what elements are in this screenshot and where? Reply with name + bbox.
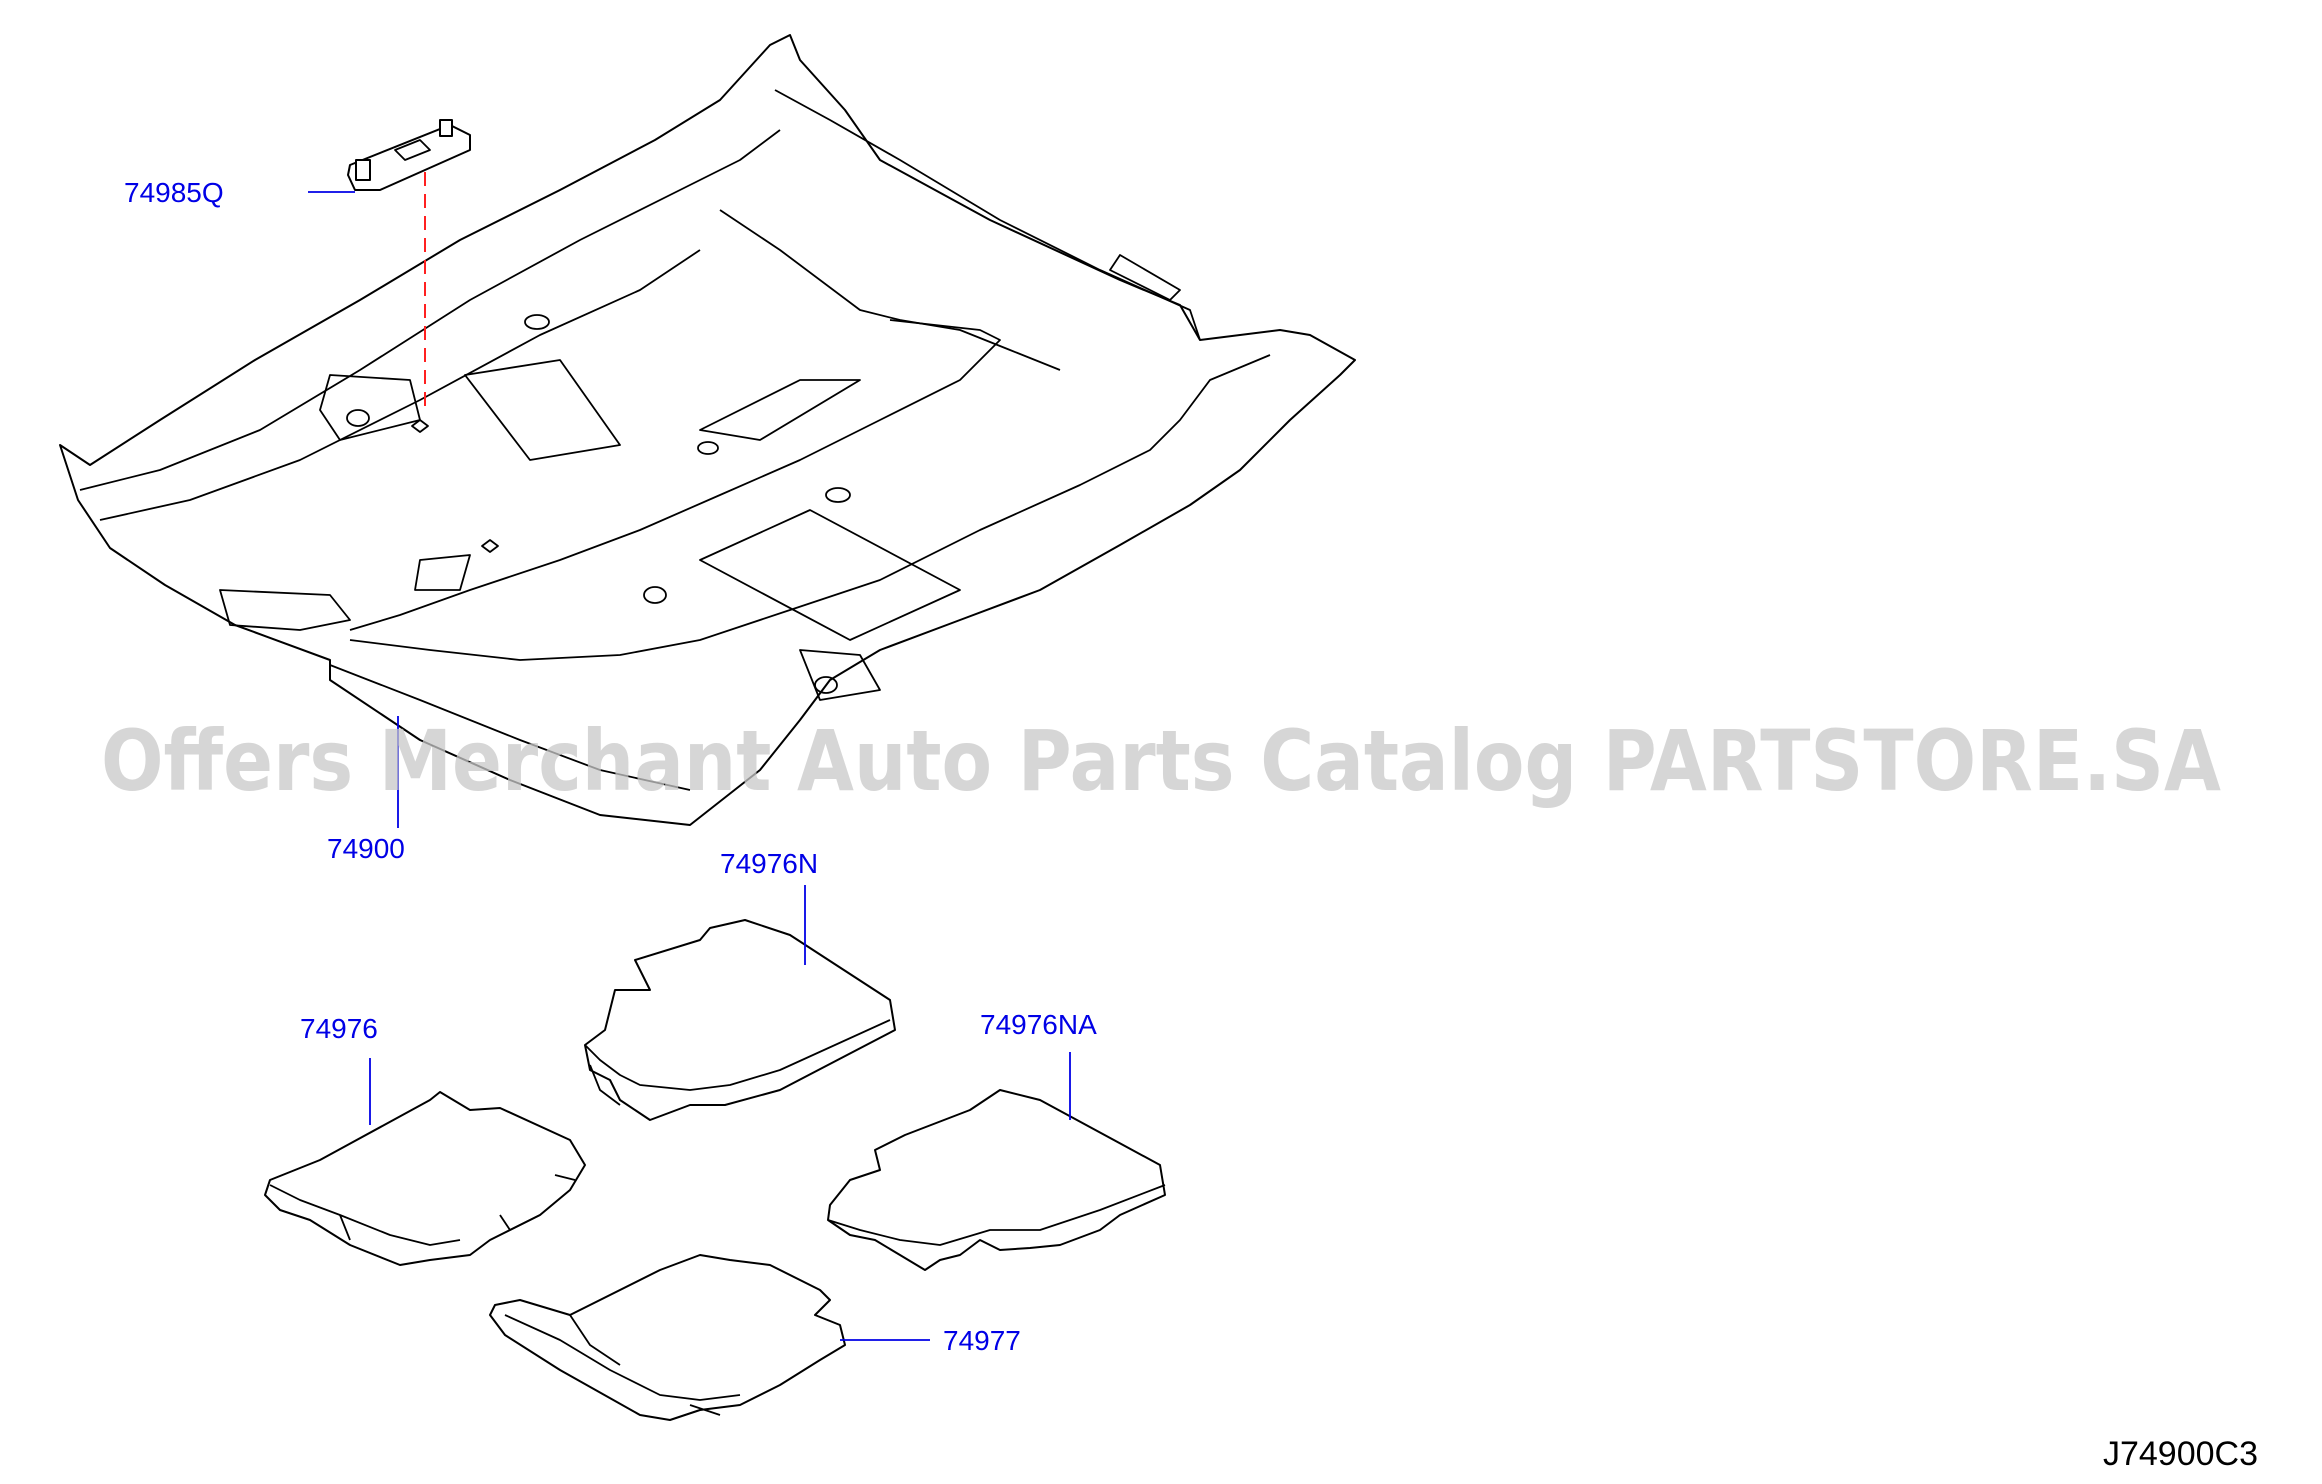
label-74976na[interactable]: 74976NA xyxy=(980,1009,1097,1040)
floor-mat-74977[interactable] xyxy=(489,1254,846,1421)
watermark-text: Offers Merchant Auto Parts Catalog PARTS… xyxy=(101,712,2221,810)
floor-mat-74976[interactable] xyxy=(264,1091,586,1266)
floor-mat-74976n[interactable] xyxy=(584,919,896,1121)
label-74976[interactable]: 74976 xyxy=(300,1013,378,1044)
diagram-code: J74900C3 xyxy=(2103,1435,2258,1473)
floor-mat-74976na[interactable] xyxy=(827,1089,1166,1271)
label-74985q[interactable]: 74985Q xyxy=(124,177,224,208)
label-74977[interactable]: 74977 xyxy=(943,1325,1021,1356)
label-74976n[interactable]: 74976N xyxy=(720,848,818,879)
label-74900[interactable]: 74900 xyxy=(327,833,405,864)
floor-carpet[interactable] xyxy=(59,34,1356,826)
clip-74985q[interactable] xyxy=(347,119,471,191)
